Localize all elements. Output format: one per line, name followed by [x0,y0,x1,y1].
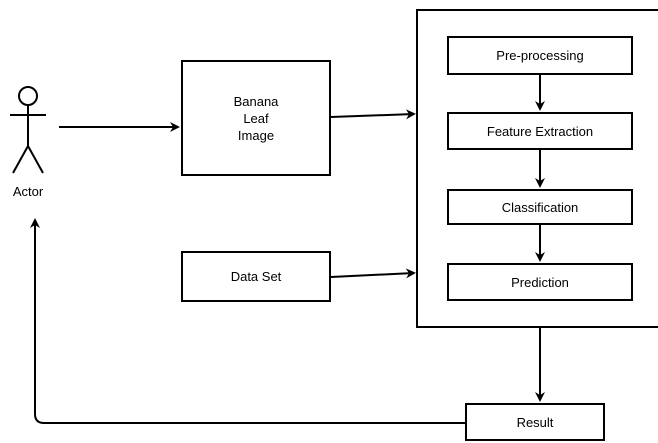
feature-extraction-label: Feature Extraction [486,123,594,139]
prediction-label: Prediction [511,274,569,290]
actor-right-leg [27,145,44,174]
banana-leaf-image-box: Banana Leaf Image [181,60,331,176]
classification-box: Classification [447,189,633,225]
processing-container [416,9,658,328]
pre-processing-label: Pre-processing [496,48,584,63]
result-label: Result [516,414,554,430]
actor-left-leg [12,145,29,174]
result-box: Result [465,403,605,441]
dataset-to-process-arrow [330,268,416,279]
feature-extraction-box: Feature Extraction [447,112,633,150]
data-set-box: Data Set [181,251,331,302]
actor-label: Actor [12,184,44,199]
result-to-actor-arrow [30,218,465,424]
banana-leaf-image-label: Banana Leaf Image [233,93,279,143]
classification-label: Classification [501,199,579,215]
image-to-process-arrow [330,109,416,120]
data-set-label: Data Set [230,269,282,284]
prediction-box: Prediction [447,263,633,301]
actor-head [18,86,38,106]
stick-figure-icon [10,86,46,174]
pre-processing-box: Pre-processing [447,36,633,75]
